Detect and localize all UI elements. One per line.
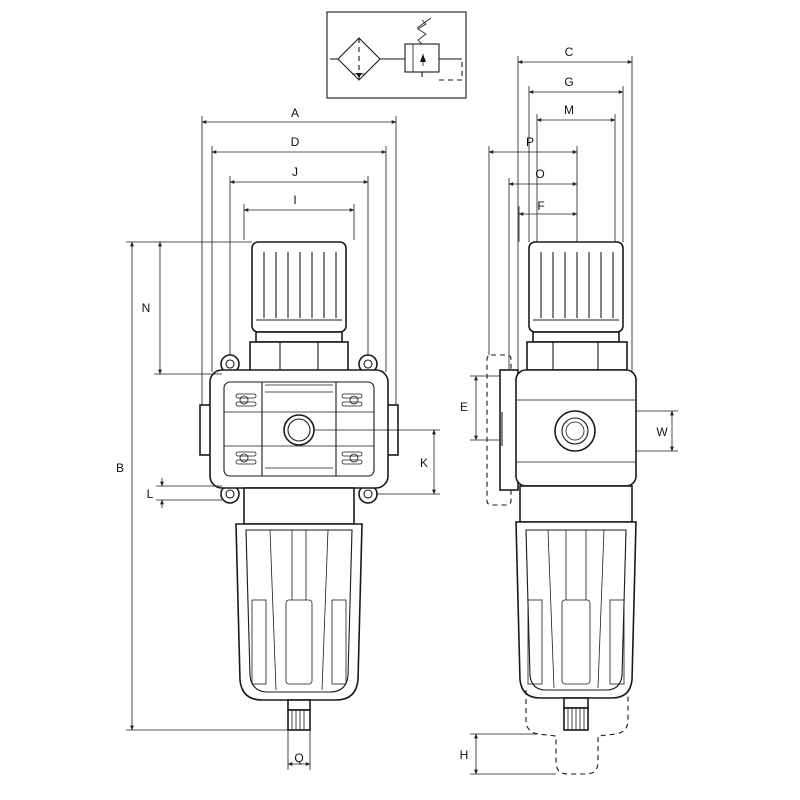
dim-label-j: J bbox=[292, 165, 298, 179]
dim-label-d: D bbox=[291, 135, 300, 149]
side-body bbox=[499, 369, 637, 523]
front-knob bbox=[251, 241, 347, 333]
front-bowl bbox=[235, 487, 363, 731]
pneumatic-symbol bbox=[326, 11, 467, 99]
dim-label-w: W bbox=[656, 425, 668, 439]
dim-label-a: A bbox=[291, 106, 299, 120]
dim-label-n: N bbox=[142, 301, 151, 315]
dim-label-p: P bbox=[526, 135, 534, 149]
front-dimensions bbox=[126, 116, 440, 770]
dim-label-g: G bbox=[564, 75, 573, 89]
dim-label-c: C bbox=[565, 45, 574, 59]
mounting-holes bbox=[220, 354, 378, 504]
dim-label-e: E bbox=[460, 400, 468, 414]
dim-label-o: O bbox=[535, 167, 544, 181]
side-bowl bbox=[515, 521, 637, 775]
dim-label-l: L bbox=[147, 487, 154, 501]
dim-label-q: Q bbox=[294, 751, 303, 765]
dim-label-m: M bbox=[564, 103, 574, 117]
side-dimensions bbox=[470, 56, 678, 775]
dim-label-i: I bbox=[293, 193, 296, 207]
dim-label-k: K bbox=[420, 456, 428, 470]
side-view bbox=[470, 56, 678, 775]
front-view bbox=[126, 116, 440, 770]
dim-label-h: H bbox=[460, 748, 469, 762]
dimension-labels: A D J I N B L K Q C G M P O F E W H bbox=[116, 45, 668, 765]
dim-label-f: F bbox=[537, 199, 544, 213]
side-knob bbox=[528, 241, 624, 333]
dim-label-b: B bbox=[116, 461, 124, 475]
front-body bbox=[199, 369, 399, 489]
